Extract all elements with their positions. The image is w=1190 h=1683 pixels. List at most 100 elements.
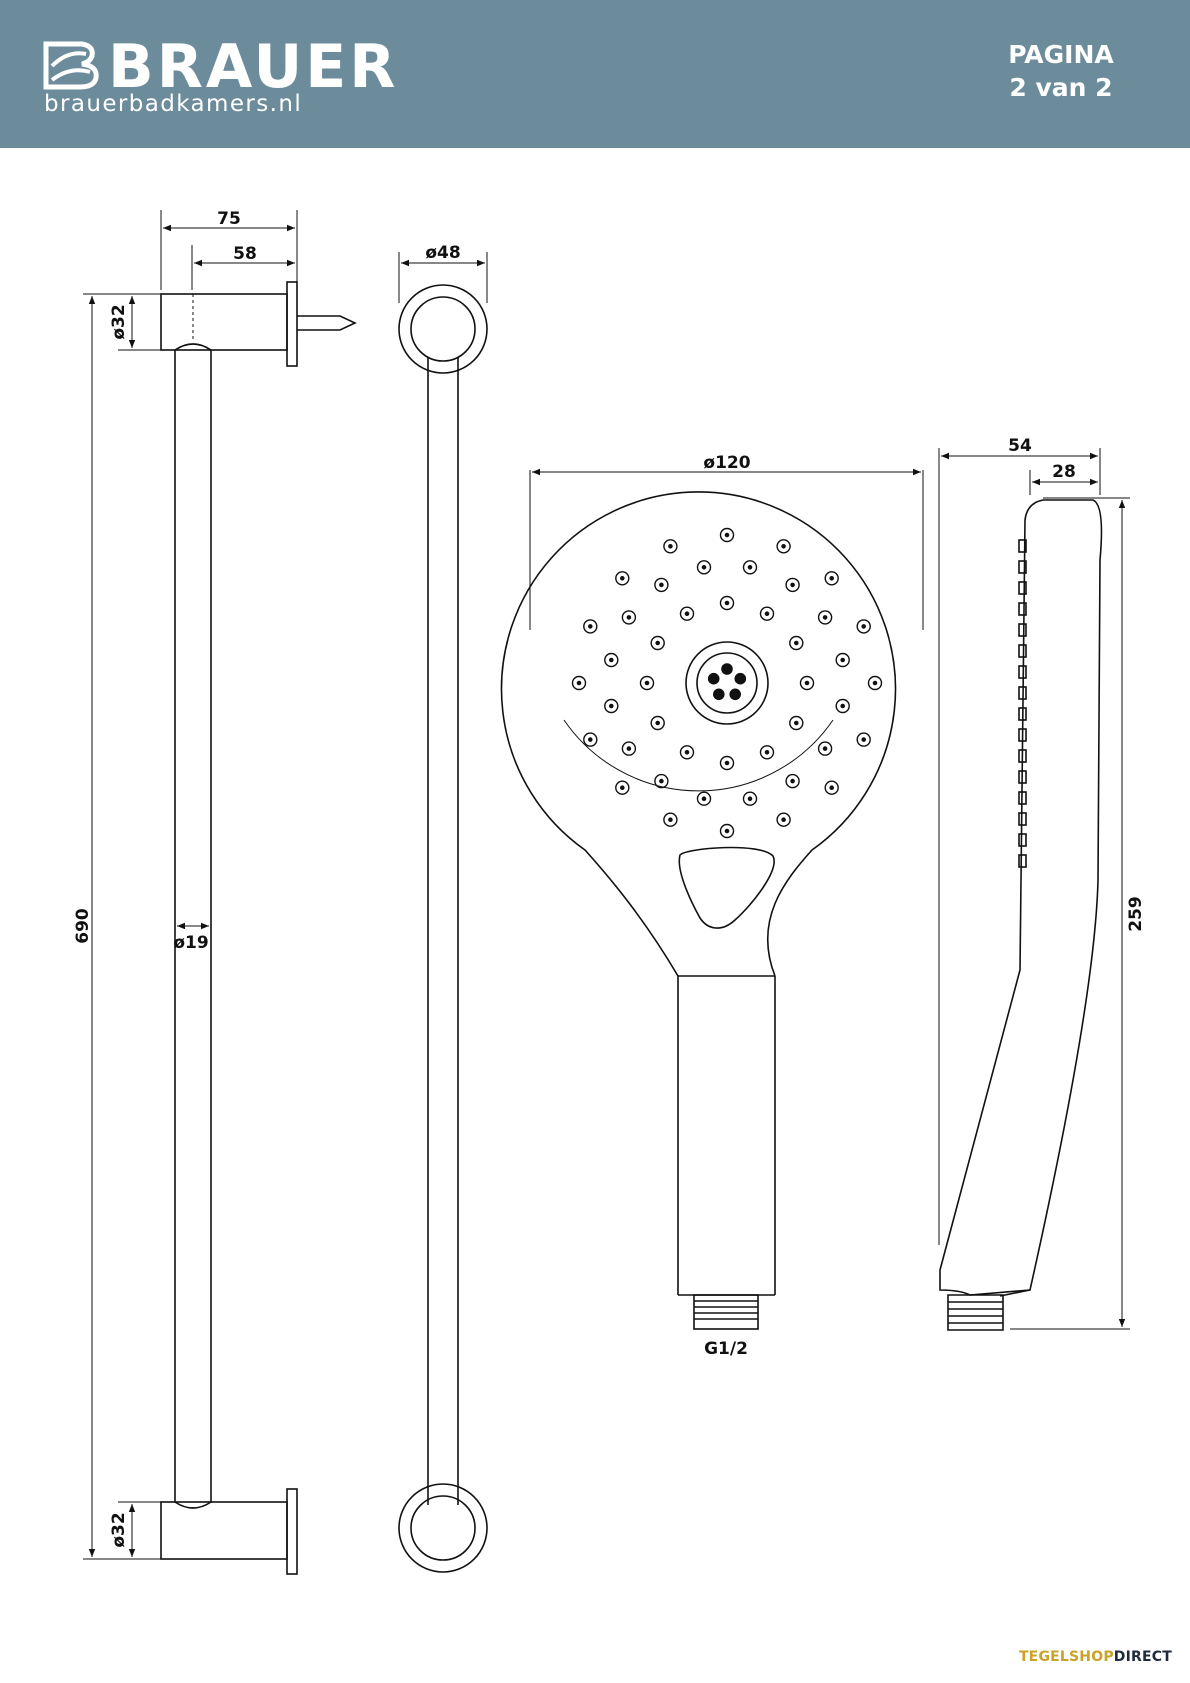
nozzle: [604, 698, 619, 714]
top-wall-plate: [286, 281, 298, 367]
nozzle: [824, 780, 839, 795]
side-nozzle: [1018, 728, 1027, 742]
nozzle: [719, 755, 735, 771]
rail-bottom-joint: [174, 1501, 212, 1509]
dim-75: 75: [217, 209, 241, 229]
shower-head-outline: [500, 491, 897, 977]
nozzle: [789, 715, 804, 731]
center-nozzle: [721, 663, 733, 675]
nozzle: [654, 577, 669, 593]
nozzle: [817, 610, 833, 625]
side-nozzle: [1018, 749, 1027, 763]
side-profile-outline: [939, 499, 1103, 1296]
bottom-bracket: [160, 1501, 288, 1560]
nozzle: [776, 812, 791, 827]
center-nozzle: [712, 688, 725, 701]
center-nozzles: [707, 663, 747, 701]
nozzle: [799, 675, 815, 691]
dim-259: 259: [1126, 896, 1146, 932]
nozzle: [742, 791, 758, 806]
nozzle: [583, 732, 598, 747]
bottom-wall-plate: [286, 1488, 298, 1575]
side-nozzle: [1018, 833, 1027, 847]
nozzle-dot: [861, 624, 867, 629]
page-label-line2: 2 van 2: [1009, 73, 1113, 102]
center-nozzle: [707, 672, 720, 685]
nozzle-dot: [781, 817, 786, 823]
nozzle-dot: [668, 544, 673, 549]
footer-logo-part1: TEGELSHOP: [1018, 1649, 1114, 1665]
nozzle-dot: [659, 582, 664, 588]
technical-drawing: 75 58 ø32 ø32 690 ø19 ø48 ø120 G1/2 54 2…: [73, 209, 1146, 1575]
nozzle: [742, 560, 758, 575]
side-nozzle: [1018, 812, 1027, 826]
footer-logo-part2: DIRECT: [1113, 1649, 1172, 1665]
side-thread: [947, 1294, 1004, 1331]
nozzle-dot: [764, 611, 770, 617]
nozzle: [650, 635, 665, 651]
nozzle-dot: [790, 582, 795, 588]
handshower-side-view: [939, 499, 1103, 1331]
side-nozzle: [1018, 644, 1027, 658]
rail-front-view: [160, 281, 357, 1575]
center-nozzle: [734, 672, 747, 685]
side-nozzle: [1018, 623, 1027, 637]
nozzle: [759, 745, 775, 760]
top-wall-disc: [398, 284, 488, 374]
nozzle-dot: [626, 746, 632, 751]
nozzle: [696, 791, 712, 806]
nozzle-dot: [822, 746, 828, 751]
nozzle-dot: [747, 796, 753, 802]
nozzle: [789, 635, 804, 651]
side-nozzle: [1018, 854, 1027, 868]
nozzle-dot: [684, 750, 690, 755]
nozzle: [621, 741, 637, 756]
nozzle: [835, 652, 850, 668]
nozzle: [663, 539, 678, 554]
nozzle-dot: [684, 611, 690, 617]
nozzle: [719, 823, 735, 839]
nozzle: [615, 780, 630, 795]
nozzle: [856, 619, 871, 634]
dim-thread: G1/2: [704, 1339, 748, 1359]
dim-120: ø120: [703, 453, 750, 473]
nozzle-dot: [829, 576, 835, 581]
thread-connector: [693, 1294, 759, 1330]
nozzle-dot: [655, 720, 661, 726]
nozzle-dot: [781, 544, 786, 549]
wall-screw: [297, 315, 357, 331]
spray-nozzles: [571, 527, 883, 839]
nozzle-dot: [588, 737, 593, 742]
center-nozzle: [729, 688, 742, 701]
nozzle-dot: [840, 703, 846, 709]
nozzle: [650, 715, 665, 731]
nozzle: [571, 675, 587, 691]
nozzle-dot: [609, 657, 614, 663]
nozzle-dot: [804, 680, 810, 686]
dim-28: 28: [1052, 462, 1076, 482]
nozzle-dot: [609, 703, 614, 709]
dim-54: 54: [1008, 436, 1032, 456]
nozzle-dot: [659, 778, 664, 784]
nozzle-dot: [822, 615, 828, 620]
side-nozzle: [1018, 602, 1027, 616]
side-nozzle-ridges: [1018, 539, 1027, 868]
nozzle-dot: [872, 680, 878, 686]
nozzle-dot: [701, 796, 707, 802]
nozzle-dot: [644, 680, 650, 686]
nozzle: [679, 606, 695, 621]
footer-logo: TEGELSHOPDIRECT: [1019, 1649, 1172, 1665]
nozzle-dot: [626, 615, 632, 620]
page-header: BRAUER brauerbadkamers.nl PAGINA 2 van 2: [0, 0, 1190, 148]
nozzle-dot: [724, 532, 730, 538]
nozzle-dot: [724, 600, 730, 606]
nozzle: [785, 773, 800, 789]
mode-button: [678, 846, 775, 929]
nozzle: [835, 698, 850, 714]
page-number-label: PAGINA 2 van 2: [976, 38, 1146, 104]
side-nozzle: [1018, 707, 1027, 721]
nozzle-dot: [655, 640, 661, 646]
spray-face-edge: [563, 719, 834, 792]
nozzle: [621, 610, 637, 625]
nozzle-dot: [620, 785, 625, 791]
